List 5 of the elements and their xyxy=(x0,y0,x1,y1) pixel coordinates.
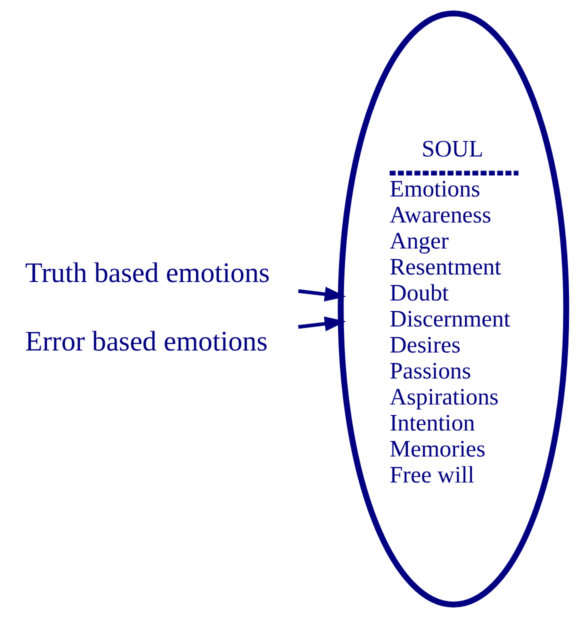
node-ellipse: SOUL Emotions Awareness Anger Resentment Doubt Discernment Desires Passions Aspirations Intention Memories Free will xyxy=(337,10,569,608)
node-text: Truth based emotions xyxy=(24,258,270,290)
arrow xyxy=(298,316,346,332)
node-text: Error based emotions xyxy=(24,326,268,358)
arrow xyxy=(298,286,346,302)
